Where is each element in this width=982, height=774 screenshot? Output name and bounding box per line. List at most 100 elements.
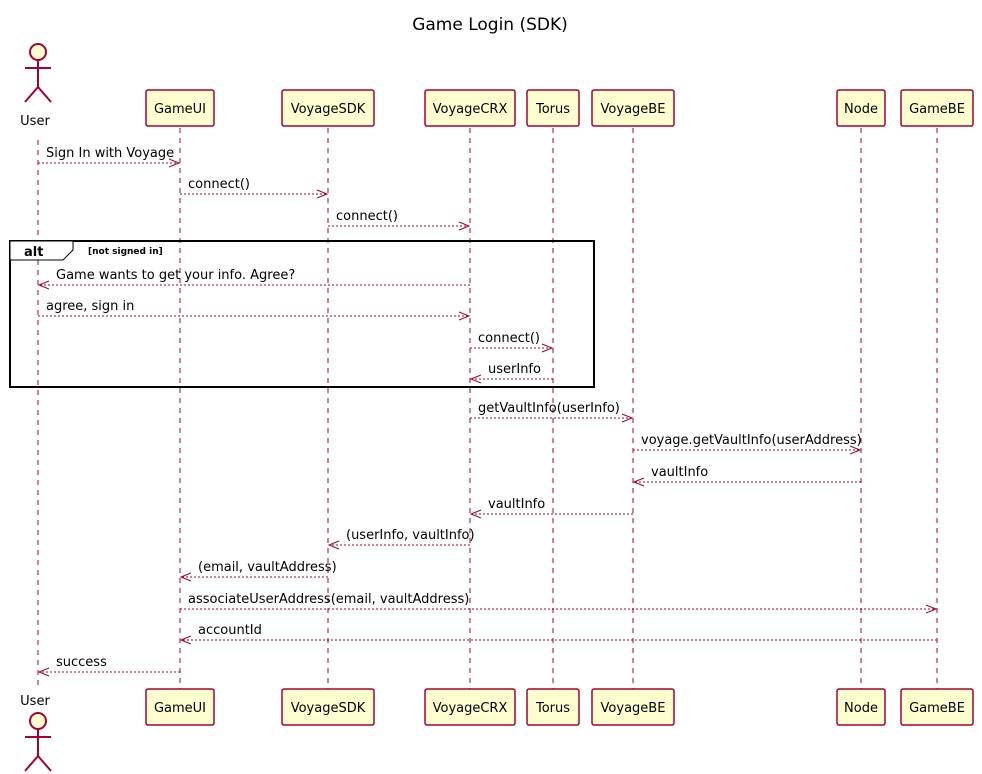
message-arrowhead	[621, 413, 634, 423]
message-4: Game wants to get your info. Agree?	[37, 268, 470, 290]
message-arrowhead	[925, 604, 938, 614]
participant-label: VoyageCRX	[433, 701, 508, 716]
participant-label: GameUI	[154, 701, 206, 716]
message-arrowhead	[37, 280, 50, 290]
message-label: (email, vaultAddress)	[198, 560, 337, 575]
message-6: connect()	[470, 331, 554, 353]
participant-label: GameBE	[909, 102, 965, 117]
message-arrowhead	[179, 635, 192, 645]
participant-box	[591, 89, 675, 127]
message-arrowhead	[469, 374, 482, 384]
participant-box	[526, 688, 580, 726]
actor-figure-top	[24, 43, 52, 103]
message-arrowhead	[327, 540, 340, 550]
participant-gameui-bottom: GameUI	[145, 688, 215, 726]
message-arrowhead	[37, 667, 50, 677]
participant-box	[424, 688, 516, 726]
participant-box	[900, 89, 974, 127]
message-2: connect()	[180, 177, 329, 199]
message-label: connect()	[336, 209, 398, 224]
participant-label: GameBE	[909, 701, 965, 716]
message-label: getVaultInfo(userInfo)	[478, 401, 620, 416]
message-3: connect()	[328, 209, 471, 231]
participant-label: VoyageBE	[601, 102, 666, 117]
message-16: success	[37, 655, 180, 677]
message-label: vaultInfo	[651, 465, 708, 480]
actor-label-bottom: User	[20, 694, 50, 709]
participant-box	[424, 89, 516, 127]
message-label: voyage.getVaultInfo(userAddress)	[641, 433, 862, 448]
participant-box	[900, 688, 974, 726]
alt-frame	[9, 240, 595, 388]
participant-box	[145, 89, 215, 127]
alt-frame-tab	[9, 240, 74, 261]
message-label: associateUserAddress(email, vaultAddress…	[188, 592, 469, 607]
message-label: vaultInfo	[488, 497, 545, 512]
participant-box	[836, 688, 886, 726]
message-1: Sign In with Voyage	[38, 146, 181, 168]
message-arrowhead	[632, 477, 645, 487]
message-label: (userInfo, vaultInfo)	[346, 528, 475, 543]
message-13: (email, vaultAddress)	[179, 560, 337, 582]
participant-label: Node	[844, 102, 878, 117]
lifelines	[37, 128, 938, 690]
participant-box	[836, 89, 886, 127]
participant-voyagesdk-top: VoyageSDK	[281, 89, 375, 127]
actor-figure-bottom	[24, 712, 52, 772]
participant-label: VoyageSDK	[291, 102, 366, 117]
participant-label: Node	[844, 701, 878, 716]
participant-voyagecrx-bottom: VoyageCRX	[424, 688, 516, 726]
message-label: accountId	[198, 623, 262, 638]
message-arrowhead	[179, 572, 192, 582]
message-arrowhead	[849, 445, 862, 455]
message-5: agree, sign in	[38, 299, 471, 321]
message-label: userInfo	[488, 362, 541, 377]
alt-fragment: alt [not signed in]	[9, 240, 595, 388]
message-label: Sign In with Voyage	[46, 146, 174, 161]
message-arrowhead	[458, 311, 471, 321]
participant-voyagebe-bottom: VoyageBE	[591, 688, 675, 726]
participant-label: VoyageBE	[601, 701, 666, 716]
message-14: associateUserAddress(email, vaultAddress…	[180, 592, 938, 614]
message-label: Game wants to get your info. Agree?	[56, 268, 295, 283]
alt-condition: [not signed in]	[88, 247, 163, 257]
participant-label: Torus	[535, 701, 570, 716]
participant-box	[591, 688, 675, 726]
message-9: voyage.getVaultInfo(userAddress)	[633, 433, 862, 455]
participant-heads: UserUserGameUIGameUIVoyageSDKVoyageSDKVo…	[20, 43, 974, 772]
message-label: success	[56, 655, 107, 670]
participant-voyagesdk-bottom: VoyageSDK	[281, 688, 375, 726]
message-label: connect()	[188, 177, 250, 192]
message-arrowhead	[541, 343, 554, 353]
message-12: (userInfo, vaultInfo)	[327, 528, 475, 550]
participant-node-top: Node	[836, 89, 886, 127]
participant-torus-top: Torus	[526, 89, 580, 127]
diagram-title: Game Login (SDK)	[412, 15, 568, 35]
message-label: agree, sign in	[46, 299, 134, 314]
participant-label: GameUI	[154, 102, 206, 117]
participant-voyagecrx-top: VoyageCRX	[424, 89, 516, 127]
message-arrowhead	[469, 509, 482, 519]
message-7: userInfo	[469, 362, 553, 384]
message-15: accountId	[179, 623, 937, 645]
participant-gameui-top: GameUI	[145, 89, 215, 127]
alt-keyword: alt	[24, 245, 43, 260]
participant-box	[145, 688, 215, 726]
participant-label: VoyageCRX	[433, 102, 508, 117]
message-arrowhead	[458, 221, 471, 231]
participant-box	[281, 688, 375, 726]
message-label: connect()	[478, 331, 540, 346]
message-8: getVaultInfo(userInfo)	[470, 401, 634, 423]
participant-box	[526, 89, 580, 127]
participant-label: VoyageSDK	[291, 701, 366, 716]
participant-gamebe-bottom: GameBE	[900, 688, 974, 726]
message-arrowhead	[168, 158, 181, 168]
message-10: vaultInfo	[632, 465, 861, 487]
message-11: vaultInfo	[469, 497, 633, 519]
participant-box	[281, 89, 375, 127]
participant-torus-bottom: Torus	[526, 688, 580, 726]
messages: Sign In with Voyage connect() connect() Gam…	[37, 146, 938, 677]
participant-gamebe-top: GameBE	[900, 89, 974, 127]
participant-voyagebe-top: VoyageBE	[591, 89, 675, 127]
